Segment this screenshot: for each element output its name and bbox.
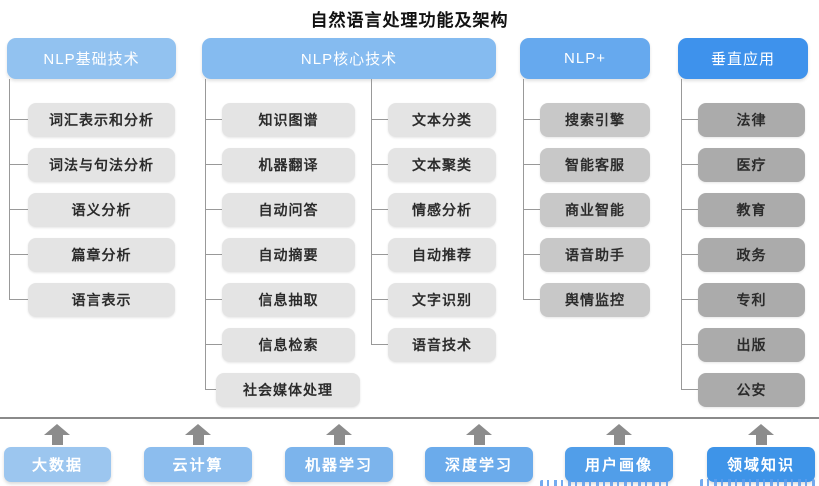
connector-trunk bbox=[523, 79, 524, 300]
connector-stub bbox=[371, 119, 388, 120]
foundation-cloud-computing: 云计算 bbox=[144, 447, 252, 482]
node-information-extraction: 信息抽取 bbox=[222, 283, 355, 317]
connector-stub bbox=[523, 209, 540, 210]
node-patent: 专利 bbox=[698, 283, 805, 317]
up-arrow-icon bbox=[326, 424, 352, 445]
node-government: 政务 bbox=[698, 238, 805, 272]
connector-trunk bbox=[9, 79, 10, 300]
foundation-domain-knowledge: 领域知识 bbox=[707, 447, 815, 482]
node-text-classification: 文本分类 bbox=[388, 103, 496, 137]
connector-stub bbox=[681, 119, 698, 120]
node-publishing: 出版 bbox=[698, 328, 805, 362]
connector-stub bbox=[205, 299, 222, 300]
node-knowledge-graph: 知识图谱 bbox=[222, 103, 355, 137]
connector-stub bbox=[205, 389, 216, 390]
separator-line bbox=[0, 417, 819, 419]
watermark-fragment bbox=[700, 479, 815, 486]
node-business-intelligence: 商业智能 bbox=[540, 193, 650, 227]
foundation-user-profile: 用户画像 bbox=[565, 447, 673, 482]
connector-stub bbox=[681, 209, 698, 210]
watermark-fragment bbox=[540, 480, 668, 486]
node-lexical-representation: 词汇表示和分析 bbox=[28, 103, 175, 137]
node-education: 教育 bbox=[698, 193, 805, 227]
connector-stub bbox=[523, 119, 540, 120]
node-smart-customer-service: 智能客服 bbox=[540, 148, 650, 182]
connector-stub bbox=[205, 254, 222, 255]
connector-stub bbox=[205, 164, 222, 165]
connector-stub bbox=[371, 299, 388, 300]
connector-stub bbox=[9, 119, 28, 120]
connector-stub bbox=[205, 209, 222, 210]
connector-stub bbox=[681, 164, 698, 165]
node-lexical-syntactic-analysis: 词法与句法分析 bbox=[28, 148, 175, 182]
up-arrow-icon bbox=[466, 424, 492, 445]
node-auto-summarization: 自动摘要 bbox=[222, 238, 355, 272]
connector-stub bbox=[9, 164, 28, 165]
connector-trunk bbox=[371, 79, 372, 345]
column-header-nlp-core: NLP核心技术 bbox=[202, 38, 496, 79]
up-arrow-icon bbox=[185, 424, 211, 445]
node-discourse-analysis: 篇章分析 bbox=[28, 238, 175, 272]
column-header-nlp-basic: NLP基础技术 bbox=[7, 38, 176, 79]
up-arrow-icon bbox=[748, 424, 774, 445]
connector-stub bbox=[681, 389, 698, 390]
node-medical: 医疗 bbox=[698, 148, 805, 182]
connector-stub bbox=[205, 119, 222, 120]
connector-stub bbox=[523, 299, 540, 300]
node-sentiment-analysis: 情感分析 bbox=[388, 193, 496, 227]
connector-trunk bbox=[205, 79, 206, 390]
connector-trunk bbox=[681, 79, 682, 390]
foundation-machine-learning: 机器学习 bbox=[285, 447, 393, 482]
node-language-representation: 语言表示 bbox=[28, 283, 175, 317]
connector-stub bbox=[523, 254, 540, 255]
connector-stub bbox=[523, 164, 540, 165]
connector-stub bbox=[371, 344, 388, 345]
connector-stub bbox=[681, 254, 698, 255]
node-text-clustering: 文本聚类 bbox=[388, 148, 496, 182]
node-ocr: 文字识别 bbox=[388, 283, 496, 317]
connector-stub bbox=[371, 254, 388, 255]
node-semantic-analysis: 语义分析 bbox=[28, 193, 175, 227]
connector-stub bbox=[371, 209, 388, 210]
connector-stub bbox=[681, 344, 698, 345]
node-machine-translation: 机器翻译 bbox=[222, 148, 355, 182]
node-auto-recommendation: 自动推荐 bbox=[388, 238, 496, 272]
connector-stub bbox=[681, 299, 698, 300]
node-public-opinion-monitoring: 舆情监控 bbox=[540, 283, 650, 317]
connector-stub bbox=[9, 209, 28, 210]
connector-stub bbox=[205, 344, 222, 345]
up-arrow-icon bbox=[606, 424, 632, 445]
node-social-media-processing: 社会媒体处理 bbox=[216, 373, 360, 407]
node-question-answering: 自动问答 bbox=[222, 193, 355, 227]
node-speech-technology: 语音技术 bbox=[388, 328, 496, 362]
node-public-security: 公安 bbox=[698, 373, 805, 407]
column-header-nlp-plus: NLP+ bbox=[520, 38, 650, 79]
connector-stub bbox=[9, 299, 28, 300]
up-arrow-icon bbox=[44, 424, 70, 445]
node-legal: 法律 bbox=[698, 103, 805, 137]
connector-stub bbox=[9, 254, 28, 255]
connector-stub bbox=[371, 164, 388, 165]
column-header-vertical-apps: 垂直应用 bbox=[678, 38, 808, 79]
node-voice-assistant: 语音助手 bbox=[540, 238, 650, 272]
foundation-big-data: 大数据 bbox=[4, 447, 111, 482]
foundation-deep-learning: 深度学习 bbox=[425, 447, 533, 482]
node-information-retrieval: 信息检索 bbox=[222, 328, 355, 362]
page-title: 自然语言处理功能及架构 bbox=[310, 11, 509, 30]
node-search-engine: 搜索引擎 bbox=[540, 103, 650, 137]
